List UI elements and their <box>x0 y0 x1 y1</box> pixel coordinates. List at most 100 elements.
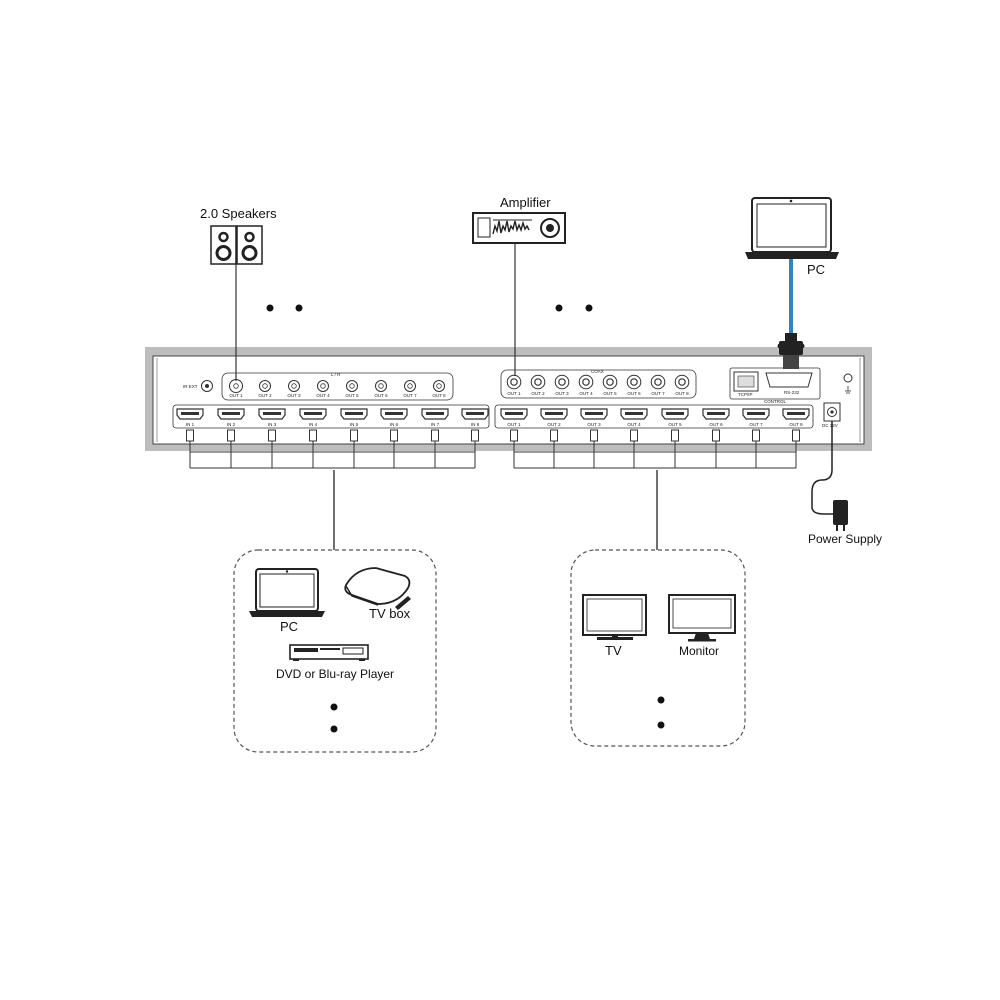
ellipsis-dot <box>657 696 665 704</box>
rs232-label: RS-232 <box>784 390 800 395</box>
amplifier-label: Amplifier <box>500 195 551 210</box>
pc-top-label: PC <box>807 262 826 277</box>
hdmi-in-label: IN 3 <box>268 422 277 427</box>
audio-out-label: OUT 8 <box>432 393 446 398</box>
audio-out-label: OUT 5 <box>345 393 359 398</box>
coax-group-label: COAX <box>591 369 604 374</box>
tv-label: TV <box>605 643 622 658</box>
tcp-ip-label: TCP/IP <box>738 392 753 397</box>
hdmi-in-plug <box>390 429 398 442</box>
tv-box-icon <box>344 567 411 610</box>
hdmi-in-label: IN 8 <box>471 422 480 427</box>
hdmi-output-group <box>494 404 814 429</box>
hdmi-in-label: IN 5 <box>350 422 359 427</box>
hdmi-out-plug <box>712 429 720 442</box>
hdmi-input-group <box>172 404 490 429</box>
ellipsis-dot <box>295 304 303 312</box>
hdmi-output-ports: OUT 1 OUT 2 OUT 3 OUT 4 OUT 5 OUT 6 OUT 7 OUT 8 <box>500 408 810 427</box>
ellipsis-dot <box>330 703 338 711</box>
ground-screw-icon <box>843 373 853 394</box>
audio-out-label: OUT 1 <box>229 393 243 398</box>
hdmi-out-label: OUT 2 <box>547 422 561 427</box>
coax-out-label: OUT 3 <box>555 391 569 396</box>
coax-out-label: OUT 2 <box>531 391 545 396</box>
lr-group-label: L / R <box>331 372 341 377</box>
hdmi-in-plug <box>186 429 194 442</box>
coax-out-label: OUT 6 <box>627 391 641 396</box>
hdmi-out-label: OUT 1 <box>507 422 521 427</box>
db9-connector-icon <box>777 333 805 369</box>
ellipsis-dot <box>585 304 593 312</box>
coax-out-label: OUT 7 <box>651 391 665 396</box>
control-label: CONTROL <box>764 399 786 404</box>
dc-label: DC 12V <box>822 423 838 428</box>
speaker-icon <box>210 225 263 265</box>
coax-group <box>500 369 697 399</box>
amplifier-icon <box>472 212 566 244</box>
power-cable <box>811 421 835 515</box>
tv-icon <box>582 594 647 640</box>
ir-ext-label: IR EXT <box>183 384 198 389</box>
hdmi-in-plug <box>227 429 235 442</box>
hdmi-output-cables <box>510 429 800 469</box>
control-group <box>729 367 821 400</box>
ellipsis-dot <box>266 304 274 312</box>
ellipsis-dot <box>657 721 665 729</box>
coax-out-label: OUT 1 <box>507 391 521 396</box>
hdmi-out-label: OUT 5 <box>668 422 682 427</box>
hdmi-input-ports: IN 1 IN 2 IN 3 IN 4 IN 5 IN 6 IN 7 IN 8 <box>176 408 489 427</box>
audio-out-label: OUT 4 <box>316 393 330 398</box>
speakers-label: 2.0 Speakers <box>200 206 277 221</box>
hdmi-out-plug <box>752 429 760 442</box>
hdmi-out-plug <box>590 429 598 442</box>
hdmi-in-plug <box>268 429 276 442</box>
hdmi-in-plug <box>471 429 479 442</box>
hdmi-in-plug <box>431 429 439 442</box>
hdmi-out-label: OUT 4 <box>627 422 641 427</box>
display-devices-group <box>570 549 746 747</box>
hdmi-input-cables <box>186 429 479 469</box>
laptop-icon <box>249 568 325 617</box>
laptop-icon <box>745 197 839 259</box>
coax-out-label: OUT 5 <box>603 391 617 396</box>
hdmi-in-label: IN 6 <box>390 422 399 427</box>
hdmi-in-label: IN 4 <box>309 422 318 427</box>
power-supply-label: Power Supply <box>808 532 883 546</box>
hdmi-in-label: IN 1 <box>186 422 195 427</box>
coax-out-label: OUT 4 <box>579 391 593 396</box>
coax-out-label: OUT 8 <box>675 391 689 396</box>
ellipsis-dot <box>330 725 338 733</box>
pc-source-label: PC <box>280 619 299 634</box>
hdmi-out-label: OUT 8 <box>789 422 803 427</box>
rs232-port <box>765 372 813 388</box>
hdmi-out-plug <box>510 429 518 442</box>
hdmi-out-label: OUT 7 <box>749 422 763 427</box>
hdmi-in-label: IN 2 <box>227 422 236 427</box>
hdmi-out-plug <box>550 429 558 442</box>
coax-out-ports: OUT 1 OUT 2 OUT 3 OUT 4 OUT 5 OUT 6 OUT 7 OUT 8 <box>506 374 690 396</box>
dvd-label: DVD or Blu-ray Player <box>276 667 395 681</box>
audio-out-ports: OUT 1 OUT 2 OUT 3 OUT 4 OUT 5 OUT 6 OUT 7 OUT 8 <box>229 379 446 398</box>
audio-out-label: OUT 2 <box>258 393 272 398</box>
audio-out-label: OUT 7 <box>403 393 417 398</box>
hdmi-in-plug <box>350 429 358 442</box>
hdmi-out-label: OUT 3 <box>587 422 601 427</box>
audio-out-label: OUT 6 <box>374 393 388 398</box>
monitor-label: Monitor <box>679 644 720 658</box>
ellipsis-dot <box>555 304 563 312</box>
power-adapter-icon <box>833 500 848 531</box>
hdmi-out-plug <box>792 429 800 442</box>
lr-audio-group <box>221 372 454 401</box>
hdmi-out-plug <box>671 429 679 442</box>
audio-out-label: OUT 3 <box>287 393 301 398</box>
hdmi-out-plug <box>630 429 638 442</box>
source-devices-group <box>233 549 437 753</box>
hdmi-in-plug <box>309 429 317 442</box>
hdmi-out-label: OUT 6 <box>709 422 723 427</box>
dvd-player-icon <box>289 644 369 661</box>
monitor-icon <box>668 594 736 642</box>
tv-box-label: TV box <box>369 606 411 621</box>
hdmi-in-label: IN 7 <box>431 422 440 427</box>
